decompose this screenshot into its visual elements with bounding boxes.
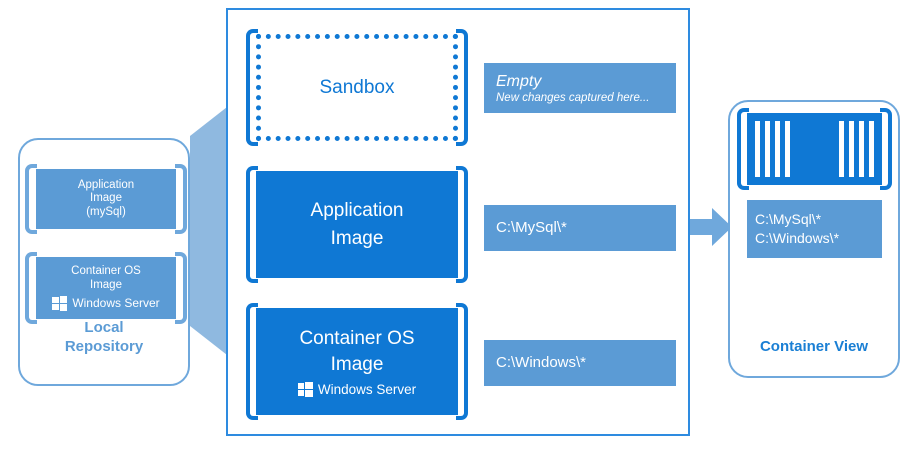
container-os-badge: Windows Server: [297, 381, 417, 399]
bracket-left: [246, 166, 258, 283]
bracket-right: [880, 108, 892, 190]
bracket-left: [25, 252, 37, 324]
container-os-path-text: C:\Windows\*: [496, 354, 587, 372]
container-os-line1: Container OS: [299, 328, 415, 350]
sandbox-layer[interactable]: Sandbox: [256, 34, 458, 141]
bracket-left: [25, 164, 37, 234]
sandbox-path-title: Empty: [496, 72, 542, 90]
windows-logo-icon: [297, 382, 313, 398]
container-view-label: Container View: [759, 338, 869, 355]
container-os-badge-label: Windows Server: [317, 381, 417, 397]
bracket-right: [456, 303, 468, 420]
repo-os-line2: Image: [90, 279, 122, 291]
bracket-right: [175, 164, 187, 234]
application-image-path-label: C:\MySql\*: [484, 205, 676, 251]
local-repository-label: Local Repository: [18, 318, 190, 356]
repo-container-os-chip[interactable]: Container OS Image Windows Server: [36, 257, 176, 319]
container-os-image-layer[interactable]: Container OS Image Windows Server: [256, 308, 458, 415]
funnel-shape-icon: [190, 100, 236, 362]
bracket-right: [175, 252, 187, 324]
bracket-right: [456, 166, 468, 283]
local-repository-label-line1: Local: [84, 319, 124, 336]
container-os-image-bracket: [246, 303, 468, 420]
repo-application-image-chip[interactable]: Application Image (mySql): [36, 169, 176, 229]
repo-app-line3: (mySql): [86, 205, 126, 218]
right-arrow-icon: [690, 208, 732, 246]
sandbox-title: Sandbox: [319, 76, 395, 98]
container-icon-bracket: [737, 108, 892, 190]
application-image-line2: Image: [330, 227, 384, 249]
repo-app-line2: Image: [90, 192, 122, 205]
repo-container-os-bracket: [25, 252, 187, 324]
repo-os-badge: Windows Server: [52, 295, 160, 311]
application-image-line1: Application: [310, 199, 404, 221]
bracket-left: [246, 303, 258, 420]
bracket-right: [456, 29, 468, 146]
container-ship-icon: [747, 113, 882, 185]
application-image-bracket: [246, 166, 468, 283]
application-image-path-text: C:\MySql\*: [496, 219, 567, 237]
repo-os-badge-label: Windows Server: [72, 295, 160, 310]
bracket-left: [246, 29, 258, 146]
sandbox-path-subtitle: New changes captured here...: [496, 91, 650, 104]
container-os-line2: Image: [330, 353, 384, 375]
windows-logo-icon: [52, 295, 68, 311]
container-view-paths: C:\MySql\* C:\Windows\*: [747, 200, 882, 258]
repo-application-image-bracket: [25, 164, 187, 234]
container-view-path-2: C:\Windows\*: [755, 230, 840, 246]
container-view-path-1: C:\MySql\*: [755, 211, 822, 228]
repo-app-line1: Application: [77, 178, 135, 191]
container-bars-right: [839, 121, 874, 177]
sandbox-path-label: Empty New changes captured here...: [484, 63, 676, 113]
local-repository-label-line2: Repository: [64, 338, 144, 356]
bracket-left: [737, 108, 749, 190]
container-bars-left: [755, 121, 790, 177]
application-image-layer[interactable]: Application Image: [256, 171, 458, 278]
container-os-path-label: C:\Windows\*: [484, 340, 676, 386]
sandbox-bracket: [246, 29, 468, 146]
repo-os-line1: Container OS: [71, 265, 141, 278]
